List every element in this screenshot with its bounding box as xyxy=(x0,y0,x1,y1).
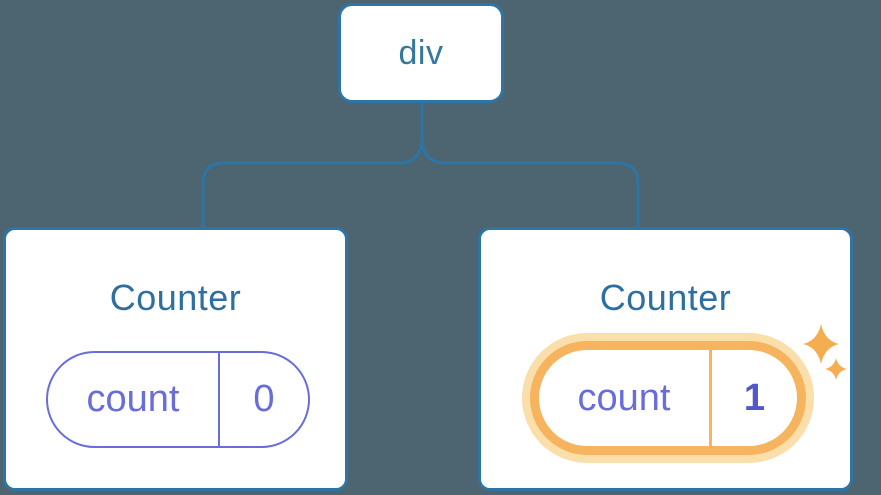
state-key-label: count xyxy=(577,376,671,419)
state-pill-highlighted: count 1 xyxy=(530,341,806,455)
counter-card-right: Counter count 1 xyxy=(478,227,853,491)
sparkles-icon xyxy=(803,324,847,380)
state-pill: count 0 xyxy=(46,351,310,448)
counter-title: Counter xyxy=(599,277,732,318)
state-value: 0 xyxy=(218,353,308,446)
root-node-label: div xyxy=(398,33,444,72)
counter-card-left: Counter count 0 xyxy=(3,227,348,491)
state-value: 1 xyxy=(709,350,797,446)
counter-title: Counter xyxy=(109,277,242,318)
root-node-div: div xyxy=(338,3,504,103)
state-key-label: count xyxy=(86,378,180,420)
